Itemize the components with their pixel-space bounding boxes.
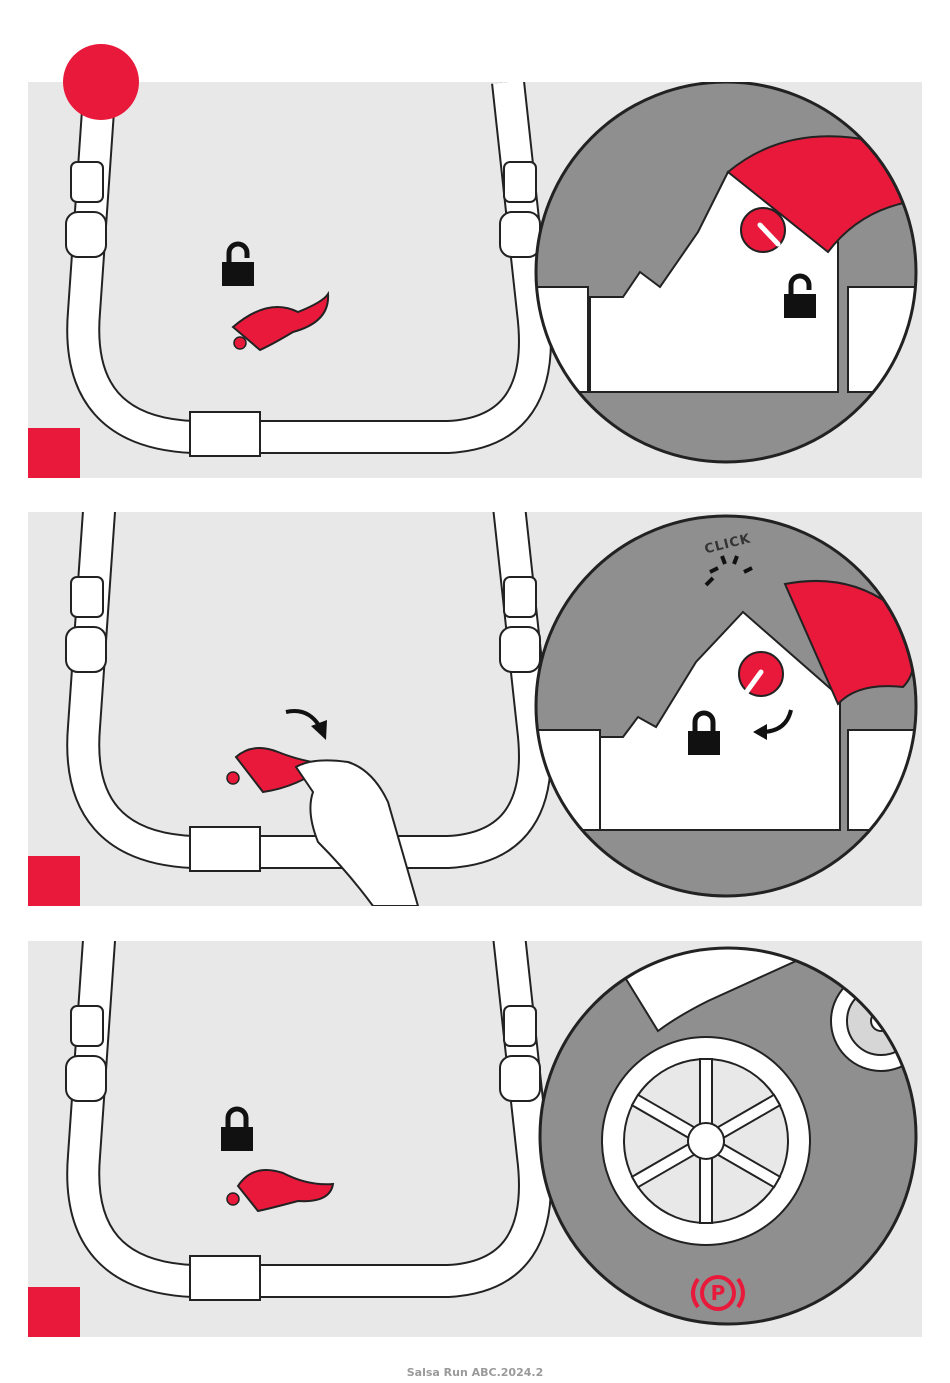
lever-pivot	[234, 337, 246, 349]
brake-lever	[233, 294, 328, 350]
step-2-illustration: CLICK	[28, 512, 922, 906]
wheel	[602, 1037, 810, 1245]
step-badge	[28, 1287, 80, 1337]
footer-text: Salsa Run ABC.2024.2	[0, 1366, 950, 1379]
unlocked-padlock-icon	[222, 244, 254, 286]
hand-illustration	[296, 760, 418, 906]
parking-symbol: P	[711, 1281, 726, 1305]
step-badge	[28, 856, 80, 906]
zoom-detail-locked: CLICK	[528, 516, 922, 906]
step-1-illustration	[28, 82, 922, 478]
locked-padlock-icon	[221, 1109, 253, 1151]
step-3-panel: P	[28, 941, 922, 1337]
step-1-panel	[28, 82, 922, 478]
brake-lever	[238, 1170, 333, 1211]
step-2-panel: CLICK	[28, 512, 922, 906]
handlebar-illustration	[66, 82, 540, 456]
rotate-arrow-icon	[286, 711, 327, 740]
step-3-illustration: P	[28, 941, 922, 1337]
step-badge	[28, 428, 80, 478]
section-marker-dot	[63, 44, 139, 120]
zoom-detail-wheel: P	[540, 941, 922, 1324]
zoom-detail-unlocked	[528, 82, 922, 472]
